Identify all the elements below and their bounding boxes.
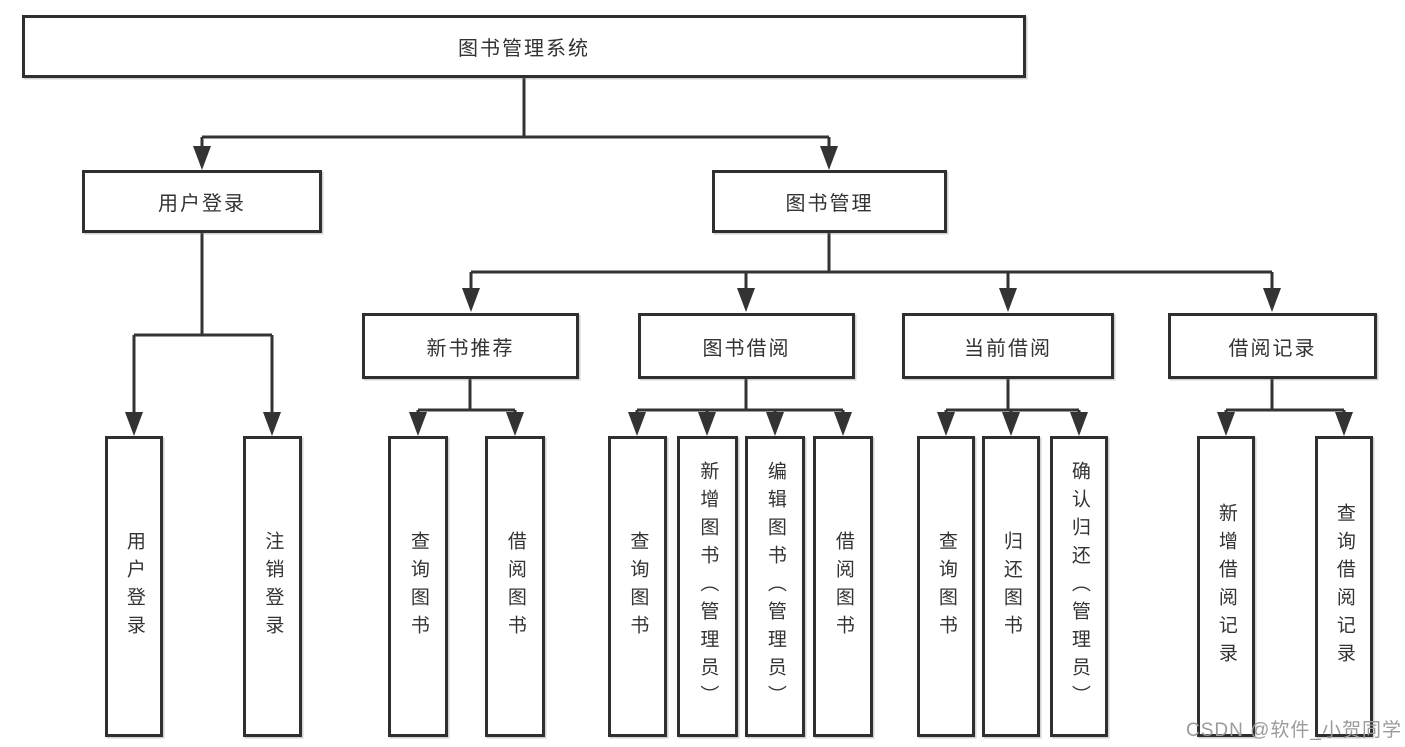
leaf-user-login: 用户登录 [105,436,163,737]
leaf-current-confirm-return-admin-label: 确认归还（管理员） [1068,460,1090,713]
leaf-borrow-add-book-admin: 新增图书（管理员） [677,436,738,737]
leaf-borrow-edit-book-admin: 编辑图书（管理员） [745,436,805,737]
leaf-newrec-borrow-book: 借阅图书 [485,436,545,737]
node-book-management: 图书管理 [712,170,947,233]
leaf-current-return-book: 归还图书 [982,436,1040,737]
leaf-record-query-record-label: 查询借阅记录 [1333,502,1355,671]
leaf-borrow-edit-book-admin-label: 编辑图书（管理员） [764,460,786,713]
node-borrow-record: 借阅记录 [1168,313,1377,379]
leaf-newrec-query-book-label: 查询图书 [407,530,429,643]
node-borrow-record-label: 借阅记录 [1228,337,1317,360]
leaf-borrow-borrow-book: 借阅图书 [813,436,873,737]
node-user-login: 用户登录 [82,170,322,233]
node-user-login-label: 用户登录 [158,193,246,215]
connector-current-borrow-children [937,379,1088,436]
node-library-system-label: 图书管理系统 [458,38,590,60]
leaf-record-add-record-label: 新增借阅记录 [1215,502,1237,671]
node-current-borrow: 当前借阅 [902,313,1114,379]
leaf-newrec-borrow-book-label: 借阅图书 [504,530,526,643]
leaf-borrow-query-book: 查询图书 [608,436,667,737]
node-current-borrow-label: 当前借阅 [964,337,1052,360]
leaf-borrow-borrow-book-label: 借阅图书 [832,530,854,643]
connector-book-mgmt-children [462,233,1281,312]
leaf-record-add-record: 新增借阅记录 [1197,436,1255,737]
leaf-current-query-book: 查询图书 [917,436,975,737]
node-new-book-recommend-label: 新书推荐 [426,337,515,360]
leaf-logout-label: 注销登录 [262,530,284,643]
connector-book-borrow-children [628,379,852,436]
leaf-current-query-book-label: 查询图书 [935,530,957,643]
node-book-borrow: 图书借阅 [638,313,855,379]
leaf-borrow-add-book-admin-label: 新增图书（管理员） [697,460,719,713]
node-book-management-label: 图书管理 [785,193,874,215]
csdn-watermark: CSDN @软件_小贺同学 [1186,720,1402,741]
leaf-current-return-book-label: 归还图书 [1000,530,1022,643]
node-library-system: 图书管理系统 [22,15,1026,78]
leaf-current-confirm-return-admin: 确认归还（管理员） [1050,436,1108,737]
leaf-borrow-query-book-label: 查询图书 [627,530,649,643]
leaf-logout: 注销登录 [243,436,302,737]
node-book-borrow-label: 图书借阅 [702,337,791,360]
leaf-newrec-query-book: 查询图书 [388,436,448,737]
connector-new-book-children [409,379,524,436]
node-new-book-recommend: 新书推荐 [362,313,579,379]
leaf-user-login-label: 用户登录 [123,530,145,643]
connector-user-login-children [125,233,281,436]
connector-root-to-level2 [193,78,838,170]
leaf-record-query-record: 查询借阅记录 [1315,436,1373,737]
connector-borrow-record-children [1217,379,1353,436]
